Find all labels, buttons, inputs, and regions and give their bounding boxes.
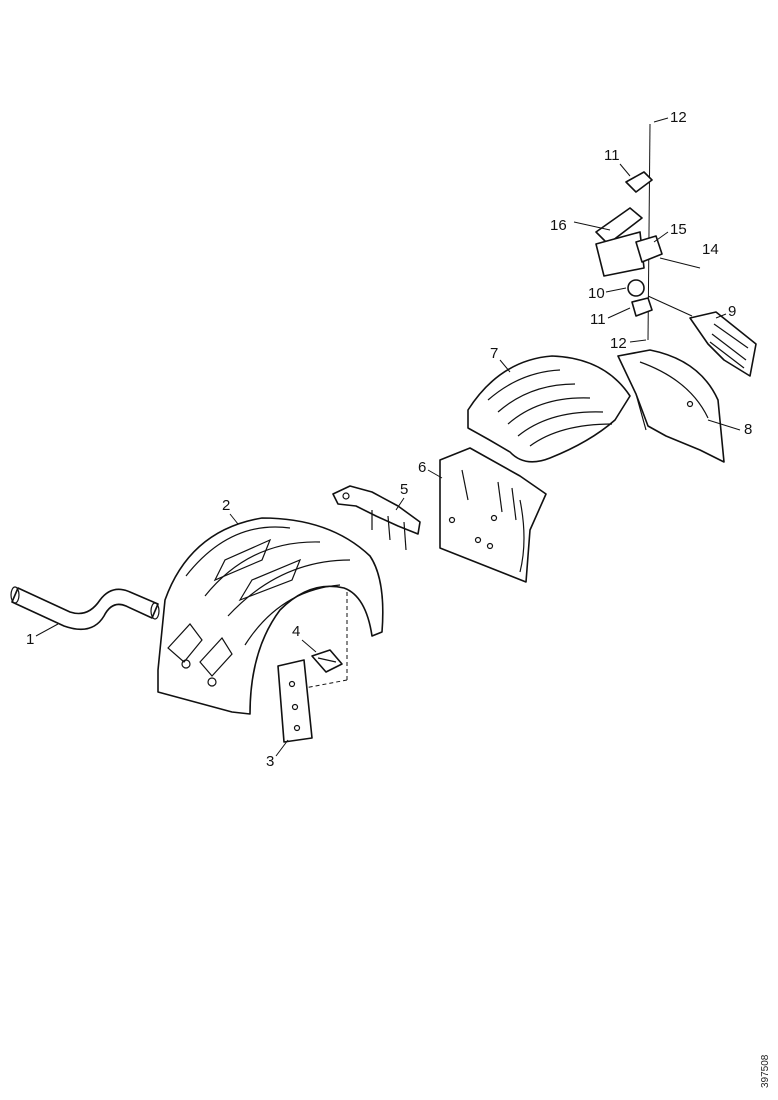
callout-5: 5 [400, 481, 408, 498]
callout-4: 4 [292, 623, 300, 640]
mounting-bracket-part [332, 485, 421, 551]
bent-tube-part [10, 586, 160, 631]
callout-8: 8 [744, 421, 752, 438]
callout-14: 14 [702, 241, 719, 258]
callout-7: 7 [490, 345, 498, 362]
callout-11-lower: 11 [590, 311, 606, 328]
callout-12-upper: 12 [670, 109, 687, 126]
callout-16: 16 [550, 217, 567, 234]
top-cover-part [467, 355, 631, 463]
callout-10: 10 [588, 285, 605, 302]
callout-12-lower: 12 [610, 335, 627, 352]
callout-2: 2 [222, 497, 230, 514]
mounting-plate-part [277, 659, 313, 743]
callout-6: 6 [418, 459, 426, 476]
document-id: 397508 [760, 1054, 771, 1088]
reflector-part [689, 311, 757, 377]
side-panel-part [439, 447, 547, 583]
callout-9: 9 [728, 303, 736, 320]
callout-15: 15 [670, 221, 687, 238]
mudguard-large-part [157, 517, 384, 715]
small-bracket-part [311, 649, 343, 673]
callout-11-upper: 11 [604, 147, 620, 164]
hardware-stack [573, 123, 701, 341]
callout-1: 1 [26, 631, 34, 648]
callout-3: 3 [266, 753, 274, 770]
callouts: 1 2 3 4 5 6 7 8 9 10 11 11 12 12 14 15 1… [26, 109, 752, 770]
rear-fender-part [617, 349, 725, 463]
